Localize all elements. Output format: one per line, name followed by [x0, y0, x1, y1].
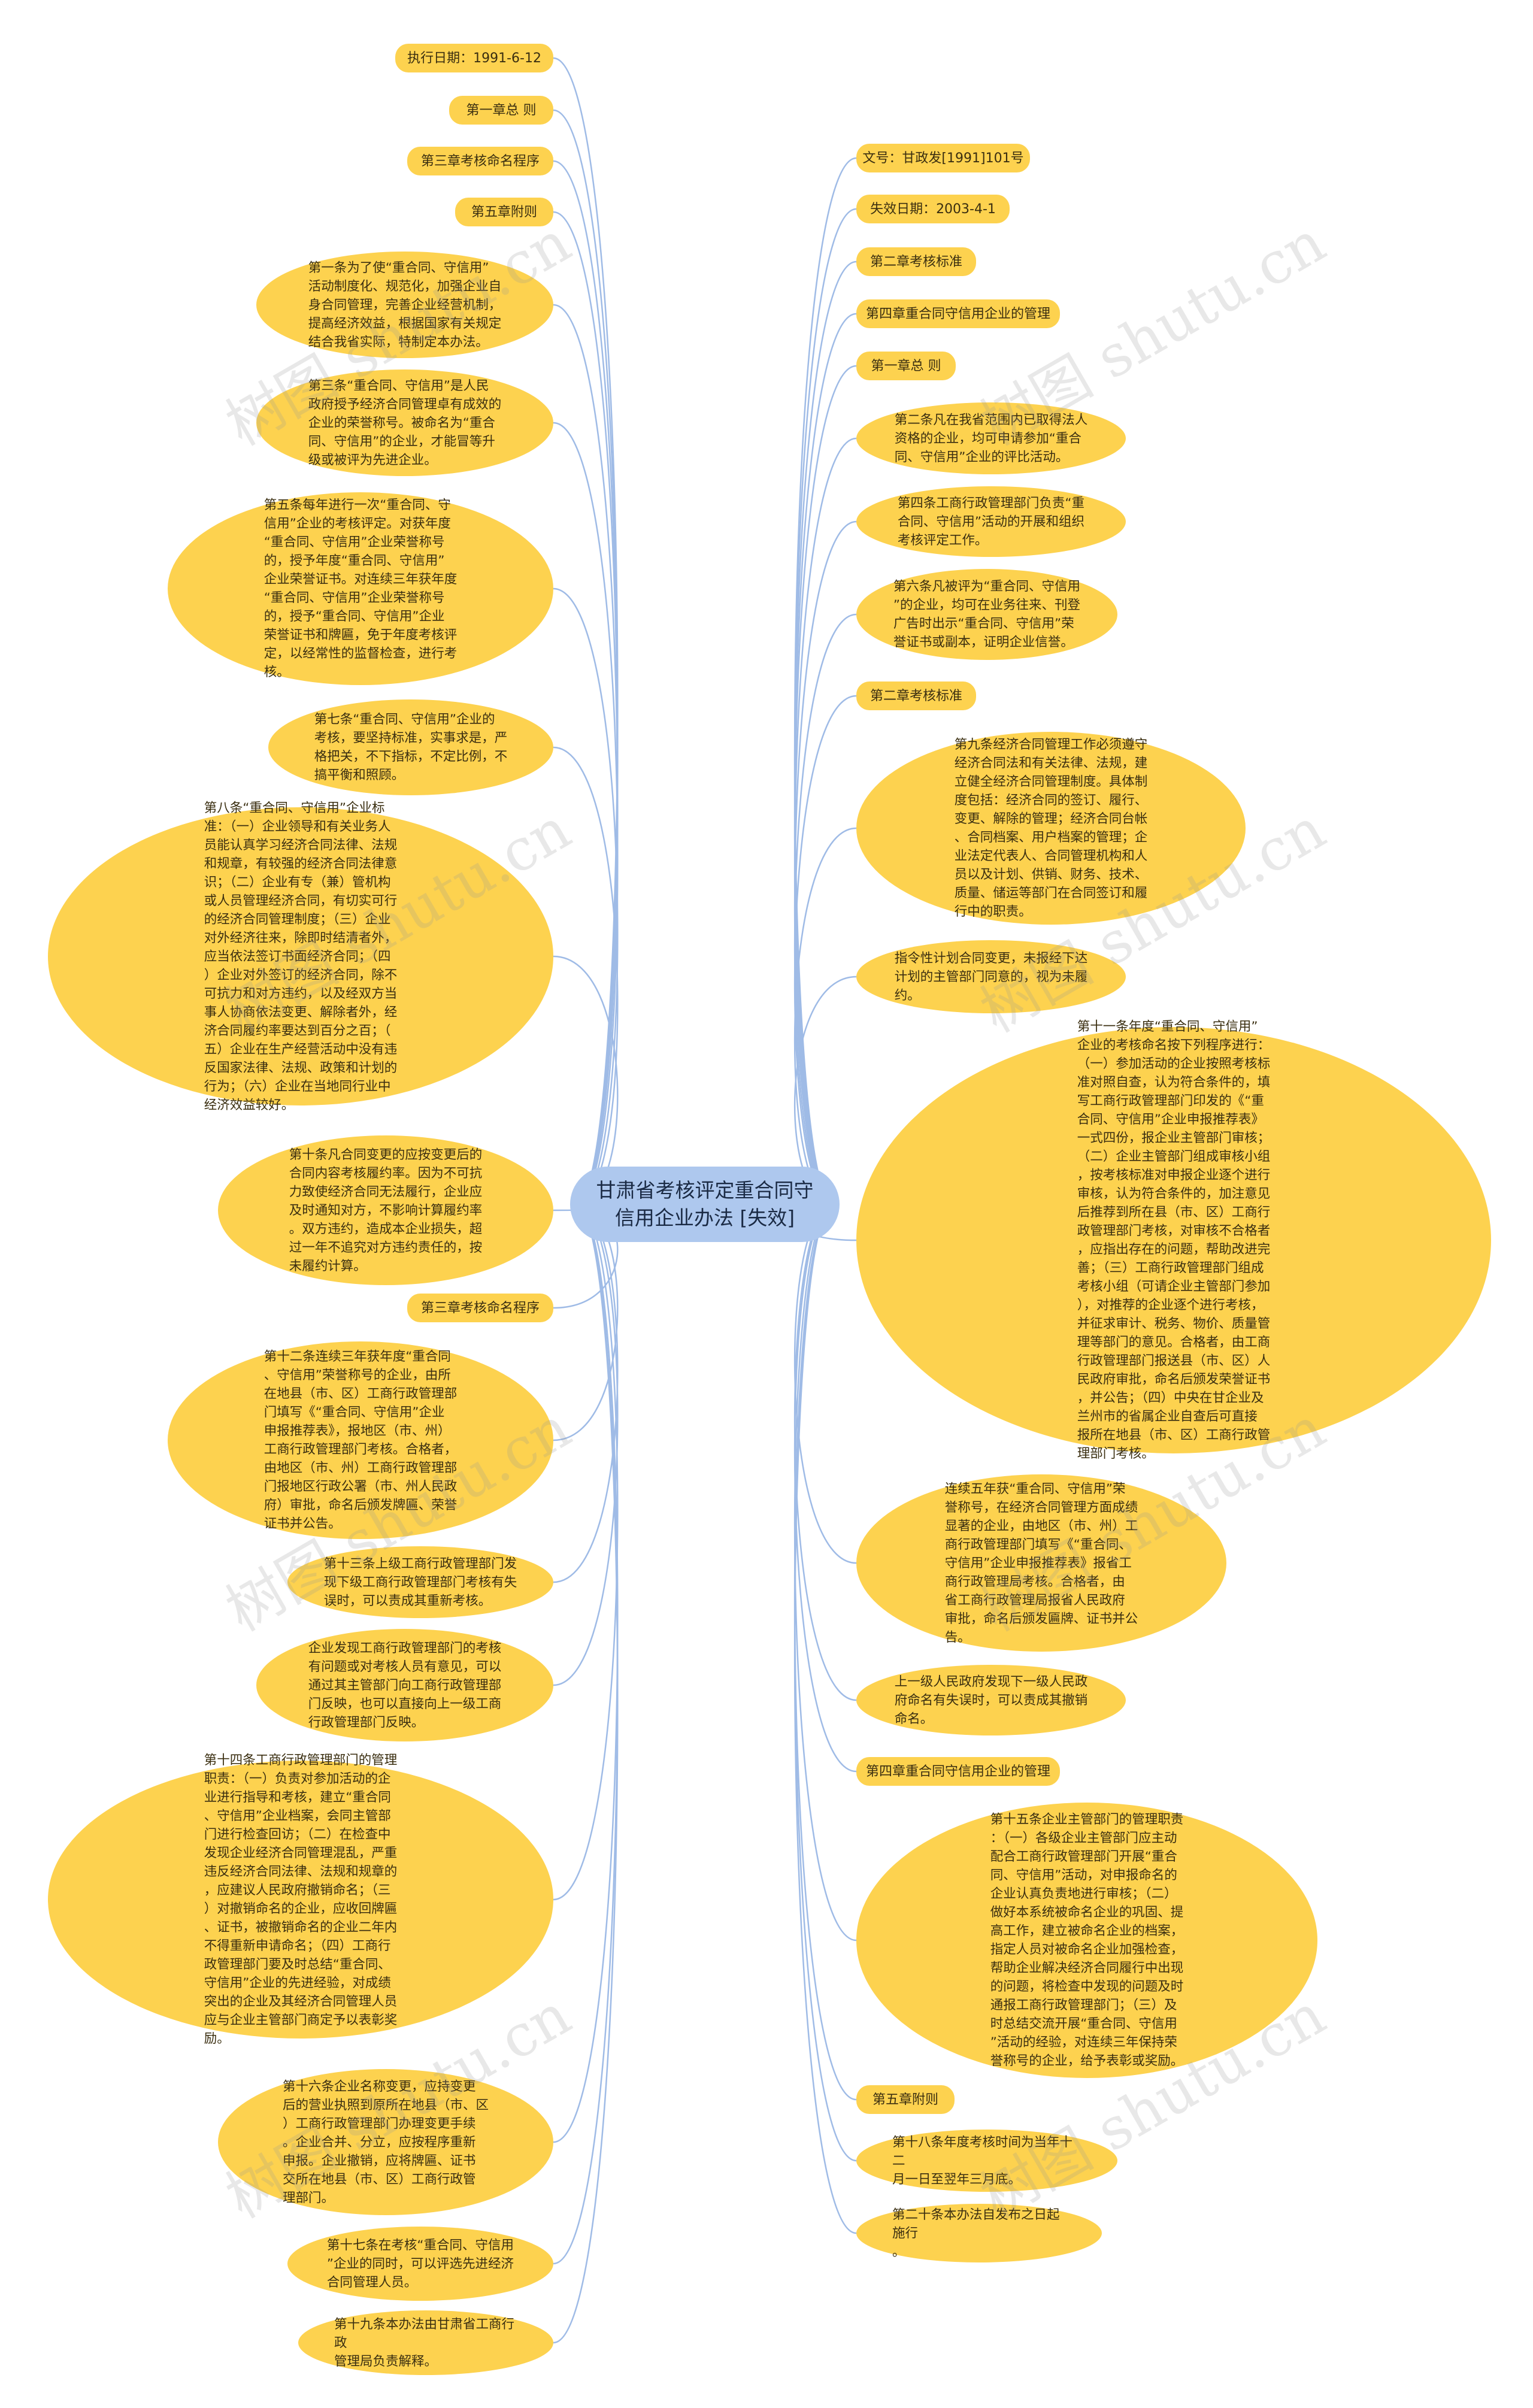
central-topic[interactable]: 甘肃省考核评定重合同守信用企业办法 [失效]	[570, 1167, 840, 1242]
connector-right-30	[793, 1203, 857, 1564]
left-node-6[interactable]: 第三条“重合同、守信用”是人民 政府授予经济合同管理卓有成效的 企业的荣誉称号。…	[256, 369, 553, 476]
right-node-11[interactable]: 指令性计划合同变更，未报经下达 计划的主管部门同意的，视为未履 约。	[856, 940, 1126, 1013]
right-node-9[interactable]: 第二章考核标准	[856, 681, 976, 710]
connector-left-2	[553, 160, 619, 1205]
connector-right-24	[793, 520, 857, 1205]
left-node-2[interactable]: 第一章总 则	[449, 96, 553, 125]
connector-left-17	[553, 1203, 619, 2344]
right-node-18[interactable]: 第十八条年度考核时间为当年十二 月一日至翌年三月底。	[856, 2130, 1117, 2192]
left-node-18[interactable]: 第十九条本办法由甘肃省工商行政 管理局负责解释。	[298, 2310, 553, 2375]
right-node-8[interactable]: 第六条凡被评为“重合同、守信用 ”的企业，均可在业务往来、刊登 广告时出示“重合…	[856, 569, 1117, 660]
connector-right-18	[793, 157, 857, 1205]
left-node-8[interactable]: 第七条“重合同、守信用”企业的 考核，要坚持标准，实事求是，严 格把关，不下指标…	[268, 699, 553, 795]
connector-left-7	[553, 746, 619, 1205]
connector-right-19	[793, 208, 857, 1205]
left-node-17[interactable]: 第十七条在考核“重合同、守信用 ”企业的同时，可以评选先进经济 合同管理人员。	[287, 2227, 553, 2301]
connector-left-5	[553, 422, 619, 1205]
connector-left-4	[553, 304, 619, 1205]
right-node-10[interactable]: 第九条经济合同管理工作必须遵守 经济合同法和有关法律、法规，建 立健全经济合同管…	[856, 732, 1246, 925]
left-node-12[interactable]: 第十二条连续三年获年度“重合同 、守信用”荣誉称号的企业，由所 在地县（市、区）…	[168, 1341, 553, 1539]
right-node-7[interactable]: 第四条工商行政管理部门负责“重 合同、守信用”活动的开展和组织 考核评定工作。	[856, 486, 1126, 557]
left-node-14[interactable]: 企业发现工商行政管理部门的考核 有问题或对考核人员有意见，可以 通过其主管部门向…	[256, 1629, 553, 1741]
left-node-13[interactable]: 第十三条上级工商行政管理部门发 现下级工商行政管理部门考核有失 误时，可以责成其…	[287, 1546, 553, 1618]
left-node-7[interactable]: 第五条每年进行一次“重合同、守 信用”企业的考核评定。对获年度 “重合同、守信用…	[168, 492, 553, 685]
connector-left-6	[553, 587, 619, 1205]
right-node-1[interactable]: 文号：甘政发[1991]101号	[856, 144, 1030, 172]
left-node-9[interactable]: 第八条“重合同、守信用”企业标 准：（一）企业领导和有关业务人 员能认真学习经济…	[48, 801, 553, 1113]
connector-right-23	[793, 437, 857, 1205]
left-node-15[interactable]: 第十四条工商行政管理部门的管理 职责：（一）负责对参加活动的企 业进行指导和考核…	[48, 1753, 553, 2046]
right-node-5[interactable]: 第一章总 则	[856, 352, 956, 380]
right-node-16[interactable]: 第十五条企业主管部门的管理职责 ：（一）各级企业主管部门应主动 配合工商行政管理…	[856, 1803, 1317, 2078]
right-node-6[interactable]: 第二条凡在我省范围内已取得法人 资格的企业，均可申请参加“重合 同、守信用”企业…	[856, 402, 1126, 474]
connector-right-26	[793, 695, 857, 1205]
right-node-2[interactable]: 失效日期：2003-4-1	[856, 195, 1010, 223]
connector-left-13	[553, 1203, 619, 1686]
right-node-19[interactable]: 第二十条本办法自发布之日起施行 。	[856, 2204, 1102, 2262]
left-node-1[interactable]: 执行日期：1991-6-12	[395, 44, 553, 72]
right-node-12[interactable]: 第十一条年度“重合同、守信用” 企业的考核命名按下列程序进行： （一）参加活动的…	[856, 1019, 1491, 1461]
left-node-5[interactable]: 第一条为了使“重合同、守信用” 活动制度化、规范化，加强企业自 身合同管理，完善…	[256, 252, 553, 358]
right-node-15[interactable]: 第四章重合同守信用企业的管理	[856, 1757, 1060, 1786]
connector-right-25	[793, 613, 857, 1205]
right-node-17[interactable]: 第五章附则	[856, 2085, 955, 2114]
connector-right-36	[793, 1203, 857, 2234]
left-node-16[interactable]: 第十六条企业名称变更，应持变更 后的营业执照到原所在地县（市、区 ）工商行政管理…	[218, 2069, 553, 2215]
left-node-11[interactable]: 第三章考核命名程序	[407, 1294, 553, 1322]
connector-left-12	[553, 1203, 619, 1583]
left-node-4[interactable]: 第五章附则	[455, 198, 553, 226]
left-node-3[interactable]: 第三章考核命名程序	[407, 147, 553, 175]
connector-right-32	[793, 1203, 857, 1773]
connector-right-27	[793, 827, 857, 1205]
right-node-3[interactable]: 第二章考核标准	[856, 247, 976, 276]
connector-left-14	[553, 1203, 619, 1901]
right-node-13[interactable]: 连续五年获“重合同、守信用”荣 誉称号，在经济合同管理方面成绩 显著的企业，由地…	[856, 1474, 1226, 1652]
right-node-4[interactable]: 第四章重合同守信用企业的管理	[856, 299, 1060, 328]
right-node-14[interactable]: 上一级人民政府发现下一级人民政 府命名有失误时，可以责成其撤销 命名。	[856, 1665, 1126, 1735]
left-node-10[interactable]: 第十条凡合同变更的应按变更后的 合同内容考核履约率。因为不可抗 力致使经济合同无…	[218, 1135, 553, 1285]
connector-left-3	[553, 211, 619, 1205]
connector-right-20	[793, 261, 857, 1205]
